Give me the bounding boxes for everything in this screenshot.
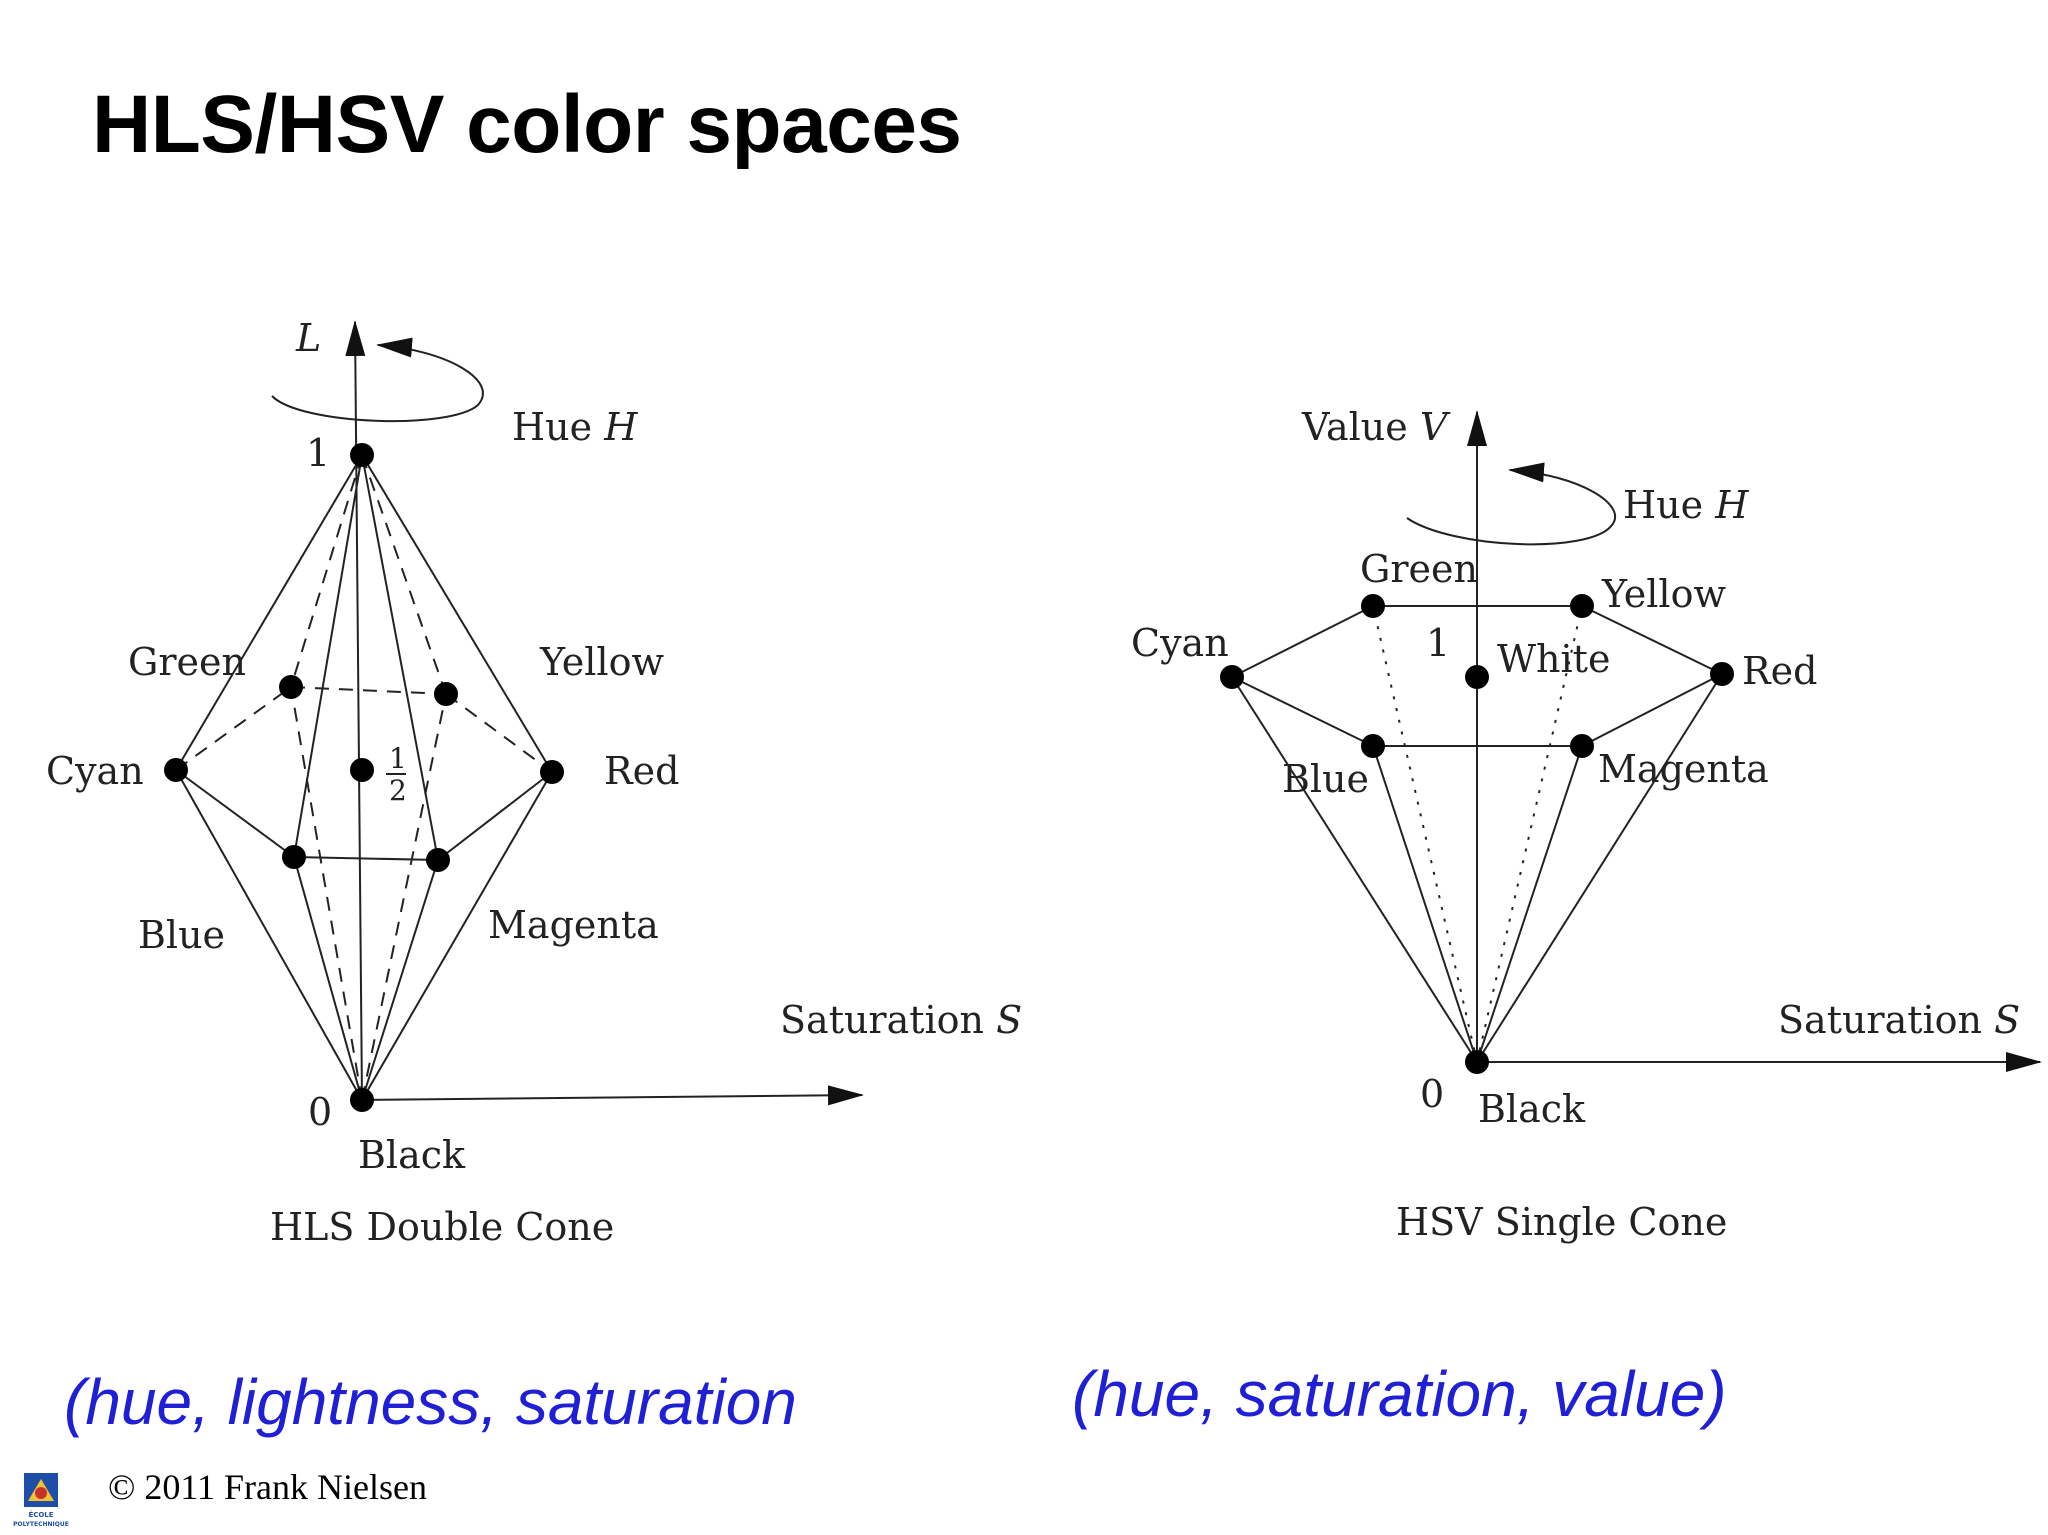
svg-text:1: 1	[389, 742, 407, 775]
hls-blue-label: Blue	[138, 913, 225, 957]
svg-text:2: 2	[389, 774, 407, 807]
hsv-blue-point	[1361, 734, 1385, 758]
hsv-white-point	[1465, 665, 1489, 689]
hsv-cyan-point	[1220, 665, 1244, 689]
hsv-hexagon-edge	[1581, 605, 1723, 675]
hls-saturation-axis	[361, 1085, 864, 1106]
hls-green-point	[279, 675, 303, 699]
hsv-magenta-point	[1570, 734, 1594, 758]
hls-edge	[293, 856, 363, 1101]
hsv-diagram-name: HSV Single Cone	[1396, 1200, 1727, 1244]
hsv-edge	[1476, 745, 1583, 1063]
svg-text:POLYTECHNIQUE: POLYTECHNIQUE	[13, 1521, 69, 1528]
hsv-edge	[1231, 676, 1478, 1063]
svg-text:ÉCOLE: ÉCOLE	[28, 1510, 53, 1519]
hls-yellow-point	[434, 682, 458, 706]
hsv-magenta-label: Magenta	[1598, 747, 1769, 791]
hsv-black-point	[1465, 1050, 1489, 1074]
hsv-cyan-label: Cyan	[1131, 621, 1229, 665]
hls-red-point	[540, 760, 564, 784]
hsv-white-label: White	[1497, 637, 1610, 681]
hls-axis-label: L	[295, 316, 321, 360]
hls-yellow-label: Yellow	[539, 640, 664, 684]
hsv-hexagon-edge	[1231, 676, 1374, 747]
hls-caption: (hue, lightness, saturation	[64, 1366, 797, 1438]
hls-blue-point	[282, 845, 306, 869]
copyright-notice: © 2011 Frank Nielsen	[108, 1467, 427, 1507]
hsv-hue-rotation-arrow	[1406, 462, 1616, 546]
hls-saturation-label: Saturation S	[780, 998, 1022, 1042]
hls-edge	[175, 769, 363, 1101]
hls-hexagon-edge	[437, 771, 553, 861]
hsv-yellow-point	[1570, 594, 1594, 618]
hls-center-point	[350, 758, 374, 782]
hls-magenta-label: Magenta	[488, 903, 659, 947]
hsv-axis-label: Value V	[1301, 405, 1451, 449]
hsv-red-point	[1710, 662, 1734, 686]
hsv-hexagon-edge	[1581, 673, 1723, 747]
hls-edge	[361, 771, 553, 1101]
hsv-hue-label: Hue H	[1623, 483, 1749, 527]
hls-l-axis	[345, 320, 366, 1101]
hsv-saturation-label: Saturation S	[1778, 998, 2020, 1042]
hls-one-label: 1	[306, 431, 330, 475]
hls-hue-rotation-arrow	[271, 337, 484, 423]
hls-white-point	[350, 443, 374, 467]
hsv-edge	[1372, 745, 1478, 1063]
hsv-blue-label: Blue	[1282, 757, 1369, 801]
hls-edge	[293, 454, 363, 858]
hsv-vertices	[1220, 594, 1734, 1074]
hls-cyan-label: Cyan	[46, 749, 144, 793]
hls-vertices	[164, 443, 564, 1112]
hsv-edge	[1476, 673, 1723, 1063]
hsv-green-point	[1361, 594, 1385, 618]
hls-magenta-point	[426, 848, 450, 872]
hls-hue-label: Hue H	[512, 405, 638, 449]
hls-double-cone	[175, 320, 864, 1106]
hls-cyan-point	[164, 758, 188, 782]
hls-hexagon-edge	[293, 856, 439, 861]
hsv-one-label: 1	[1426, 621, 1450, 665]
hsv-green-label: Green	[1360, 547, 1478, 591]
hsv-single-cone	[1231, 410, 2042, 1072]
hls-hexagon-edge	[175, 769, 295, 858]
hsv-caption: (hue, saturation, value)	[1072, 1358, 1727, 1430]
hsv-hexagon-edge	[1231, 605, 1374, 678]
hsv-zero-label: 0	[1420, 1072, 1444, 1116]
hls-half-label: 1 2	[386, 742, 407, 807]
ecole-polytechnique-logo: ÉCOLE POLYTECHNIQUE	[13, 1473, 69, 1528]
hls-zero-label: 0	[308, 1090, 332, 1134]
hsv-yellow-label: Yellow	[1601, 572, 1726, 616]
hls-black-label: Black	[358, 1133, 466, 1177]
hls-edge	[361, 454, 553, 773]
hls-black-point	[350, 1088, 374, 1112]
hsv-black-label: Black	[1478, 1087, 1586, 1131]
slide-title: HLS/HSV color spaces	[92, 79, 962, 170]
hls-green-label: Green	[128, 640, 246, 684]
hls-red-label: Red	[604, 749, 679, 793]
hls-diagram-name: HLS Double Cone	[270, 1205, 614, 1249]
hls-hidden-edges	[175, 454, 553, 1101]
hls-edge	[361, 859, 439, 1101]
hsv-red-label: Red	[1742, 649, 1817, 693]
hls-edge	[175, 454, 363, 771]
